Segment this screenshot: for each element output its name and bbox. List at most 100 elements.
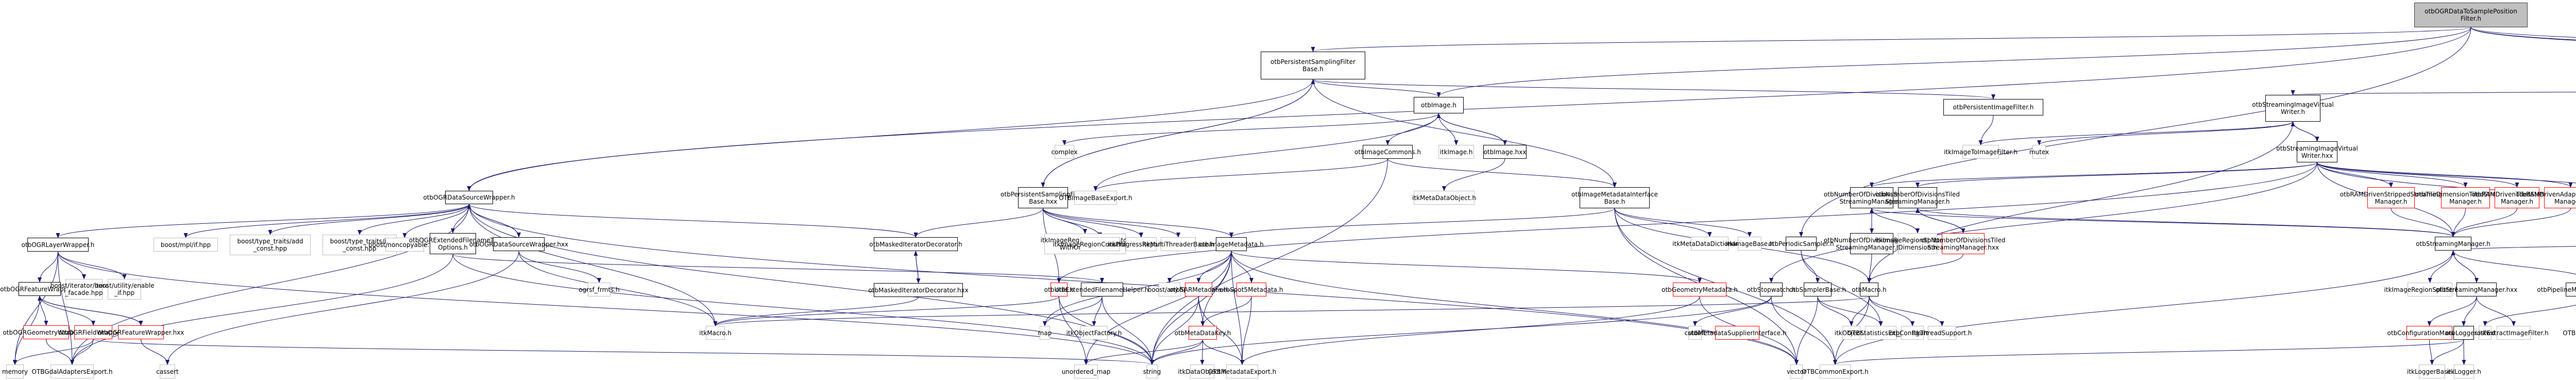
node-boost-noncopyable-hpp[interactable]: boost/noncopyable.hpp: [368, 238, 441, 252]
node-configuration-manager-h[interactable]: otbConfigurationManager.h: [2387, 326, 2471, 340]
node-ogr-layer-wrapper-h[interactable]: otbOGRLayerWrapper.h: [22, 238, 94, 252]
node-persistent-sampling-filter-base-hxx[interactable]: otbPersistentSamplingFilter Base.hxx: [1001, 187, 1086, 208]
node-iosfwd[interactable]: iosfwd: [2475, 326, 2495, 340]
node-pipeline-memory-print-calculator-h[interactable]: otbPipelineMemoryPrintCalculator.h: [2537, 283, 2576, 296]
node-streaming-manager-h[interactable]: otbStreamingManager.h: [2416, 237, 2490, 251]
edge-nolsm-to-streammgr_h: [2451, 245, 2576, 251]
node-ogr-feature-wrapper-h[interactable]: otbOGRFeatureWrapper.h: [0, 282, 79, 296]
node-map[interactable]: map: [1038, 326, 1052, 340]
node-itk-image-region-const-iterator-h[interactable]: itkImageRegionConstIterator.h: [1053, 237, 1147, 251]
node-streaming-image-virtual-writer-hxx[interactable]: otbStreamingImageVirtual Writer.hxx: [2276, 141, 2358, 162]
node-itk-logger-base-h[interactable]: itkLoggerBase.h: [2407, 365, 2457, 378]
node-unordered-map[interactable]: unordered_map: [1062, 365, 1110, 378]
node-otb-image-metadata-h[interactable]: otbImageMetadata.h: [1199, 237, 1264, 251]
edge-samplerbase-to-vector: [1794, 296, 1818, 365]
node-itk-image-to-image-filter-h[interactable]: itkImageToImageFilter.h: [1944, 145, 2018, 159]
node-ogr-extended-filename-to-options-h[interactable]: otbOGRExtendedFilenameTo Options.h: [409, 233, 497, 254]
root-node-ogr-data-to-sample-position-filter-h[interactable]: otbOGRDataToSamplePosition Filter.h: [2414, 3, 2528, 27]
node-otb-image-base-export-h[interactable]: OTBImageBaseExport.h: [1059, 191, 1132, 205]
node-ogr-data-source-wrapper-h[interactable]: otbOGRDataSourceWrapper.h: [423, 191, 515, 204]
node-itk-meta-data-dictionary-h[interactable]: itkMetaDataDictionary.h: [1672, 237, 1747, 251]
node-itk-extract-image-filter-h[interactable]: itkExtractImageFilter.h: [2479, 326, 2549, 340]
node-otb-macro-h[interactable]: otbMacro.h: [1852, 283, 1887, 296]
node-otb-sampler-base-h[interactable]: otbSamplerBase.h: [1789, 283, 1846, 296]
node-otb-metadata-export-h[interactable]: OTBMetadataExport.h: [1208, 365, 1276, 378]
node-boost-type-traits-add-const-hpp[interactable]: boost/type_traits/add _const.hpp: [230, 235, 311, 255]
node-itk-meta-data-object-h[interactable]: itkMetaDataObject.h: [1412, 191, 1476, 205]
edge-samplerbase-to-itkobject: [1817, 296, 1854, 326]
node-itk-thread-support-h[interactable]: itkThreadSupport.h: [1912, 326, 1972, 340]
node-number-of-divisions-stripped-streaming-manager-h[interactable]: otbNumberOfDivisionsStripped StreamingMa…: [1824, 187, 1920, 208]
node-streaming-manager-hxx[interactable]: otbStreamingManager.hxx: [2436, 283, 2517, 296]
node-ram-driven-stripped-streaming-manager-h[interactable]: otbRAMDrivenStrippedStreaming Manager.h: [2340, 187, 2442, 208]
node-itk-logger-h[interactable]: itkLogger.h: [2447, 365, 2481, 378]
node-ram-driven-adaptative-streaming-manager-h[interactable]: otbRAMDrivenAdaptativeStreaming Manager.…: [2516, 187, 2576, 208]
node-masked-iterator-decorator-hxx[interactable]: otbMaskedIteratorDecorator.hxx: [868, 283, 969, 297]
node-otb-image-hxx[interactable]: otbImage.hxx: [1483, 145, 1527, 159]
edge-ogrfeature_h-to-ogrfield: [39, 295, 95, 326]
node-string[interactable]: string: [1143, 365, 1161, 378]
node-masked-iterator-decorator-h[interactable]: otbMaskedIteratorDecorator.h: [869, 237, 962, 251]
edge-ramdts-to-streammgr_h: [2451, 208, 2517, 237]
node-memory[interactable]: memory: [2, 365, 28, 378]
node-boost-iterator-iterator-facade-hpp[interactable]: boost/iterator/iterator _facade.hpp: [50, 279, 117, 300]
node-otb-meta-data-key-h[interactable]: otbMetaDataKey.h: [1175, 326, 1231, 340]
node-itk-image-base-h[interactable]: itkImageBase.h: [1725, 237, 1774, 251]
edge-ogrfield-to-gdalexp: [70, 339, 94, 365]
node-ogr-feature-wrapper-hxx[interactable]: otbOGRFeatureWrapper.hxx: [98, 325, 184, 339]
edge-sivw_hxx-to-nodtm_h: [1916, 162, 2317, 188]
edge-imgcommons-to-otbimgbaseexp: [1093, 158, 1388, 191]
node-otb-geometry-metadata-h[interactable]: otbGeometryMetadata.h: [1662, 283, 1738, 296]
edge-ogrfeature_hxx-to-ogrfeature_h: [38, 295, 141, 326]
node-otb-utils-h[interactable]: otbUtils.h: [1044, 283, 1074, 296]
node-itk-object-h[interactable]: itkObject.h: [1835, 326, 1868, 340]
node-ogr-data-source-wrapper-hxx[interactable]: otbOGRDataSourceWrapper.hxx: [469, 237, 568, 251]
node-otb-common-export-h[interactable]: OTBCommonExport.h: [1802, 365, 1869, 378]
edge-streammgr_hxx-to-streammgr_h: [2451, 250, 2477, 283]
node-itk-multi-threader-base-h[interactable]: itkMultiThreaderBase.h: [1142, 237, 1214, 251]
node-itk-object-factory-h[interactable]: itkObjectFactory.h: [1066, 326, 1122, 340]
node-vector[interactable]: vector: [1787, 365, 1806, 378]
node-otb-sar-metadata-h[interactable]: otbSARMetadata.h: [1170, 283, 1228, 296]
edge-streammgr_h-to-itkirsb: [2428, 250, 2453, 283]
edge-image_hxx-to-itkmdo: [1442, 158, 1505, 191]
edge-nodtm_hxx-to-nodtm_h: [1916, 208, 1963, 234]
edge-otblogger-to-itkloggerbase: [2430, 339, 2464, 365]
edge-ogrdsw_h-to-boost_addconst: [268, 204, 469, 235]
node-boost-mpl-if-hpp[interactable]: boost/mpl/if.hpp: [154, 238, 218, 252]
node-metadata-supplier-interface-h[interactable]: otbMetadataSupplierInterface.h: [1688, 326, 1787, 340]
node-mutex[interactable]: mutex: [2029, 145, 2049, 159]
node-otb-gdal-adapters-export-h[interactable]: OTBGdalAdaptersExport.h: [32, 365, 112, 378]
node-periodic-sampler-h[interactable]: otbPeriodicSampler.h: [1768, 237, 1834, 251]
edge-psfb_h-to-ogrdsw_h: [467, 79, 1313, 191]
node-ogr-field-wrapper-h[interactable]: otbOGRFieldWrapper.h: [58, 325, 128, 339]
edge-spot5meta-to-metaexp: [1240, 296, 1252, 365]
node-boost-utility-enable-if-hpp[interactable]: boost/utility/enable _if.hpp: [94, 279, 155, 300]
node-image-metadata-interface-base-h[interactable]: otbImageMetadataInterface Base.h: [1571, 187, 1658, 208]
node-cassert[interactable]: cassert: [156, 365, 179, 378]
node-ogrsf-frmts-h[interactable]: ogrsf_frmts.h: [579, 283, 620, 296]
node-otb-image-h[interactable]: otbImage.h: [1414, 97, 1464, 113]
node-persistent-image-filter-h[interactable]: otbPersistentImageFilter.h: [1943, 99, 2043, 115]
node-streaming-image-virtual-writer-h[interactable]: otbStreamingImageVirtual Writer.h: [2252, 95, 2334, 122]
edge-periodic_h-to-statsexp: [1801, 250, 1883, 326]
edge-spot5meta-to-metadatakey: [1200, 296, 1252, 326]
node-otb-logger-h[interactable]: otbLogger.h: [2445, 326, 2482, 340]
edge-psfb_hxx-to-maskeddec_h: [913, 208, 1043, 238]
node-number-of-divisions-tiled-streaming-manager-h[interactable]: otbNumberOfDivisionsTiled StreamingManag…: [1875, 187, 1960, 208]
node-cstdint[interactable]: cstdint: [1685, 326, 1705, 340]
node-otb-stopwatch-h[interactable]: otbStopwatch.h: [1747, 283, 1795, 296]
node-persistent-sampling-filter-base-h[interactable]: otbPersistentSamplingFilter Base.h: [1261, 52, 1365, 79]
edge-streammgr_hxx-to-itkextract: [2476, 296, 2516, 326]
node-itk-image-h[interactable]: itkImage.h: [1438, 145, 1474, 159]
edge-imgmetadata-to-sarmeta: [1196, 251, 1232, 283]
node-boost-type-traits-is-const-hpp[interactable]: boost/type_traits/is _const.hpp: [323, 235, 397, 255]
node-complex[interactable]: complex: [1052, 145, 1077, 159]
node-extended-filename-helper-h[interactable]: otbExtendedFilenameHelper.h: [1056, 283, 1148, 296]
node-otb-spot5-metadata-h[interactable]: otbSpot5Metadata.h: [1220, 283, 1283, 296]
edge-ogrdsw_h-to-string: [469, 204, 1154, 365]
node-number-of-divisions-tiled-streaming-manager-hxx[interactable]: otbNumberOfDivisionsTiled StreamingManag…: [1921, 233, 2005, 254]
node-itk-macro-h[interactable]: itkMacro.h: [699, 326, 732, 340]
node-ogr-geometry-wrapper-h[interactable]: otbOGRGeometryWrapper.h: [3, 325, 90, 339]
node-otb-image-commons-h[interactable]: otbImageCommons.h: [1354, 145, 1421, 159]
